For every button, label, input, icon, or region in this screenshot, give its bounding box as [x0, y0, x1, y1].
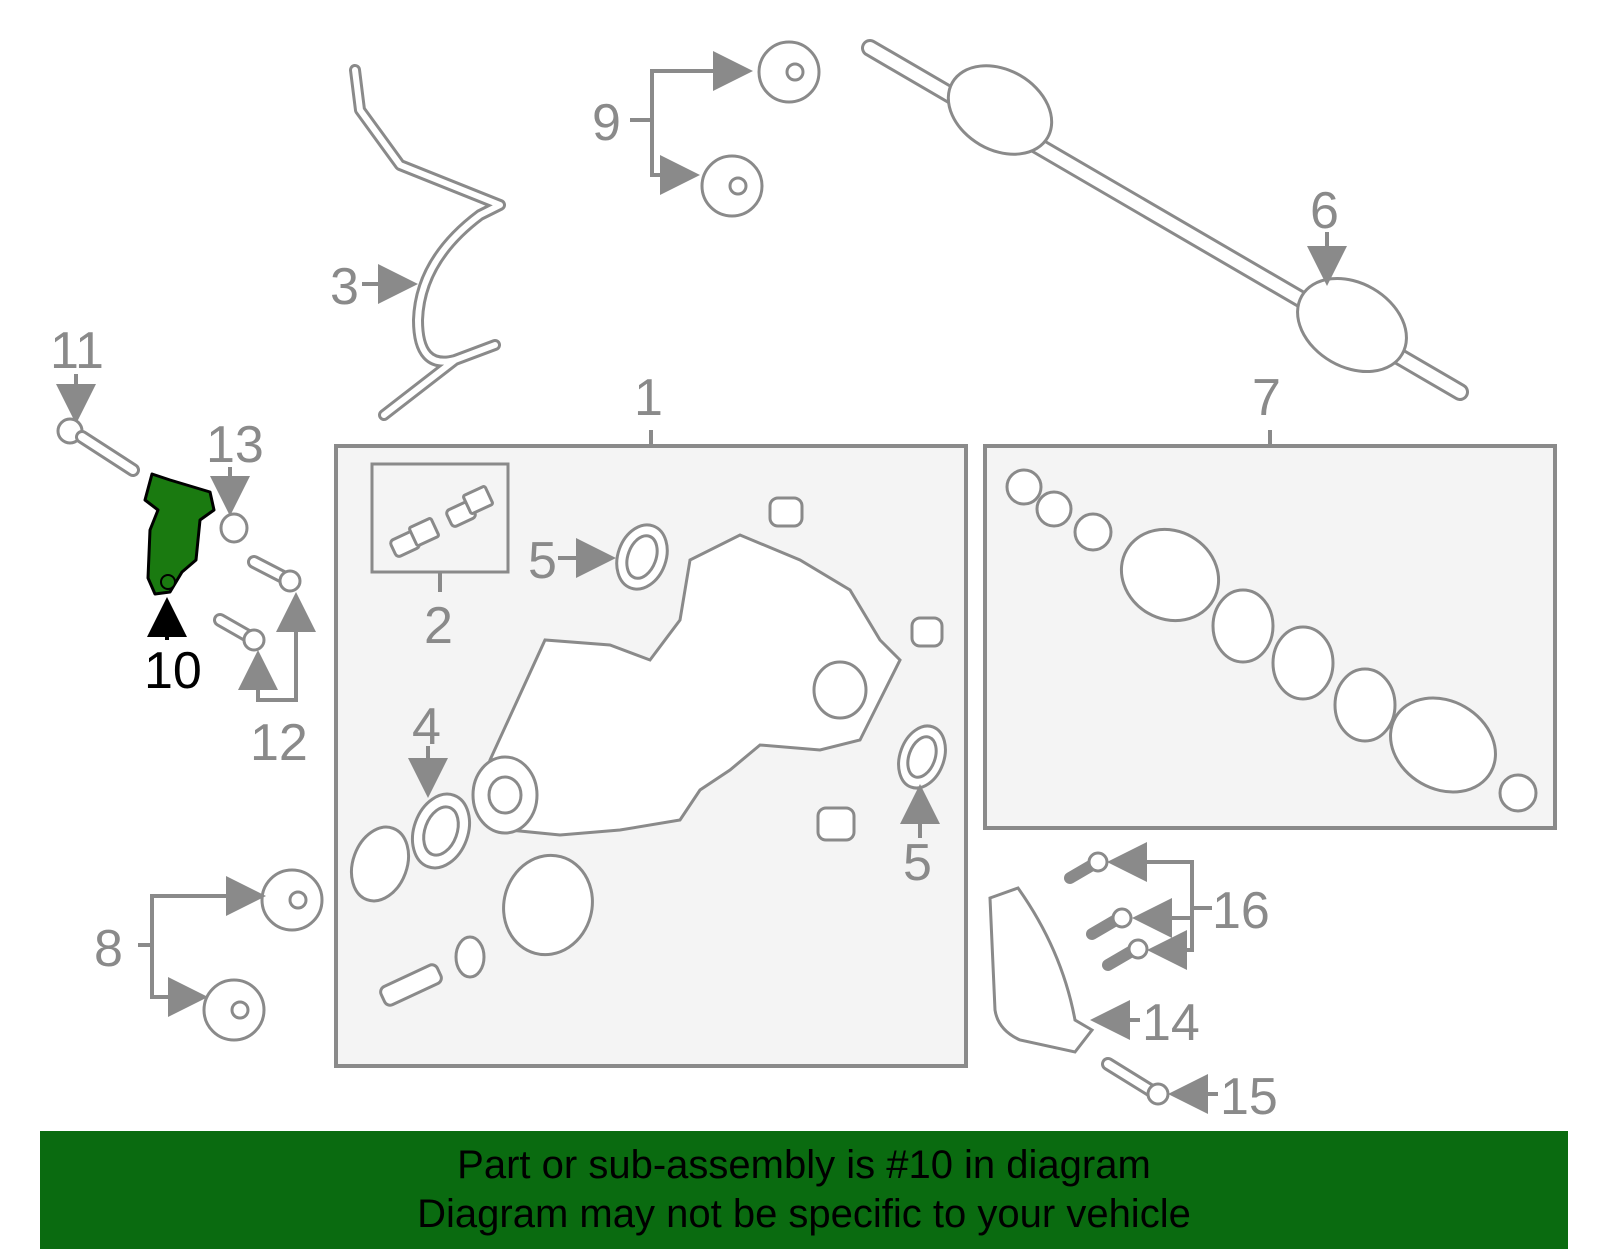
- flange-icon: [379, 853, 594, 1007]
- callout-1: 1: [634, 369, 663, 427]
- callout-13: 13: [206, 416, 264, 474]
- parts-diagram: 1 2 5 5 4 7: [50, 39, 1557, 1126]
- info-banner: Part or sub-assembly is #10 in diagram D…: [40, 1131, 1568, 1249]
- mount-bushing-icon: [202, 868, 324, 1042]
- bolt-icon: [56, 417, 140, 477]
- callout-14: 14: [1142, 994, 1200, 1052]
- callout-12: 12: [250, 714, 308, 772]
- axle-shaft-icon: [861, 39, 1469, 401]
- callout-11: 11: [50, 322, 104, 380]
- callout-8: 8: [94, 920, 123, 978]
- banner-line-2: Diagram may not be specific to your vehi…: [417, 1192, 1191, 1236]
- drain-plug-icon: [389, 485, 494, 558]
- bolt-pair-icon: [213, 555, 302, 652]
- callout-6: 6: [1310, 182, 1339, 240]
- bushing-icon: [700, 40, 821, 218]
- callout-10: 10: [144, 642, 202, 700]
- callout-5-top: 5: [528, 532, 557, 590]
- callout-4: 4: [412, 698, 441, 756]
- differential-housing-icon: [471, 496, 944, 842]
- vent-hose-icon: [349, 64, 506, 421]
- callout-5-bottom: 5: [903, 834, 932, 892]
- callout-3: 3: [330, 258, 359, 316]
- boot-clamp-icon: [1005, 468, 1538, 813]
- bolt-set-icon: [1064, 851, 1149, 971]
- callout-16: 16: [1212, 882, 1270, 940]
- callout-9: 9: [592, 94, 621, 152]
- callout-2: 2: [424, 597, 453, 655]
- seal-icon: [349, 523, 947, 903]
- banner-line-1: Part or sub-assembly is #10 in diagram: [457, 1143, 1151, 1187]
- mount-bracket-highlighted-icon: [143, 472, 216, 596]
- heat-shield-icon: [988, 886, 1095, 1054]
- shield-bolt-icon: [1101, 1057, 1170, 1106]
- callout-15: 15: [1220, 1068, 1278, 1126]
- washer-icon: [219, 512, 249, 544]
- plug-box: [370, 462, 510, 574]
- callout-7: 7: [1252, 369, 1281, 427]
